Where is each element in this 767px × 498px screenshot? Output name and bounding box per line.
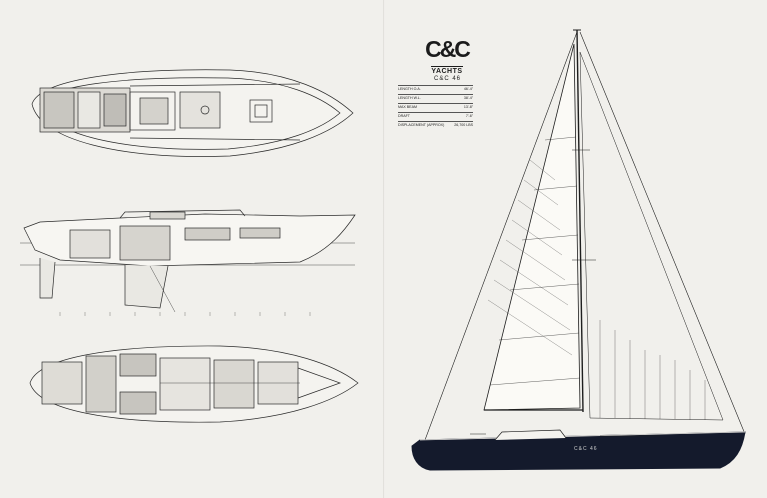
spec-row: MAX BEAM 13'-8" [398,102,473,112]
spec-table: LENGTH O.A. 46'-4" LENGTH W.L. 38'-4" MA… [398,85,473,129]
spec-row: DRAFT 7'-6" [398,111,473,121]
spec-value: 26,700 LBS [454,122,473,127]
hull-name: C&C 46 [574,446,598,452]
cc-yachts-logo: C&C YACHTS [418,38,476,78]
spec-row: LENGTH O.A. 46'-4" [398,85,473,94]
deck-plan [31,69,354,157]
spec-label: LENGTH W.L. [398,96,421,101]
model-name: C&C 46 [434,76,462,82]
interior-plan [29,345,359,423]
logo-subtitle: YACHTS [431,66,463,75]
spec-value: 46'-4" [463,87,473,92]
spec-value: 13'-8" [463,104,473,109]
spec-label: LENGTH O.A. [398,87,421,92]
page-fold [383,0,385,498]
spec-label: DISPLACEMENT (APPROX) [398,122,445,127]
profile-view [20,209,356,316]
spec-label: MAX BEAM [398,104,417,109]
sail-plan [411,29,746,471]
spec-value: 38'-4" [463,96,473,101]
spec-row: DISPLACEMENT (APPROX) 26,700 LBS [398,120,473,130]
spec-value: 7'-6" [465,113,473,118]
logo-mark: C&C [425,36,471,62]
spec-row: LENGTH W.L. 38'-4" [398,93,473,103]
spec-label: DRAFT [398,113,410,118]
